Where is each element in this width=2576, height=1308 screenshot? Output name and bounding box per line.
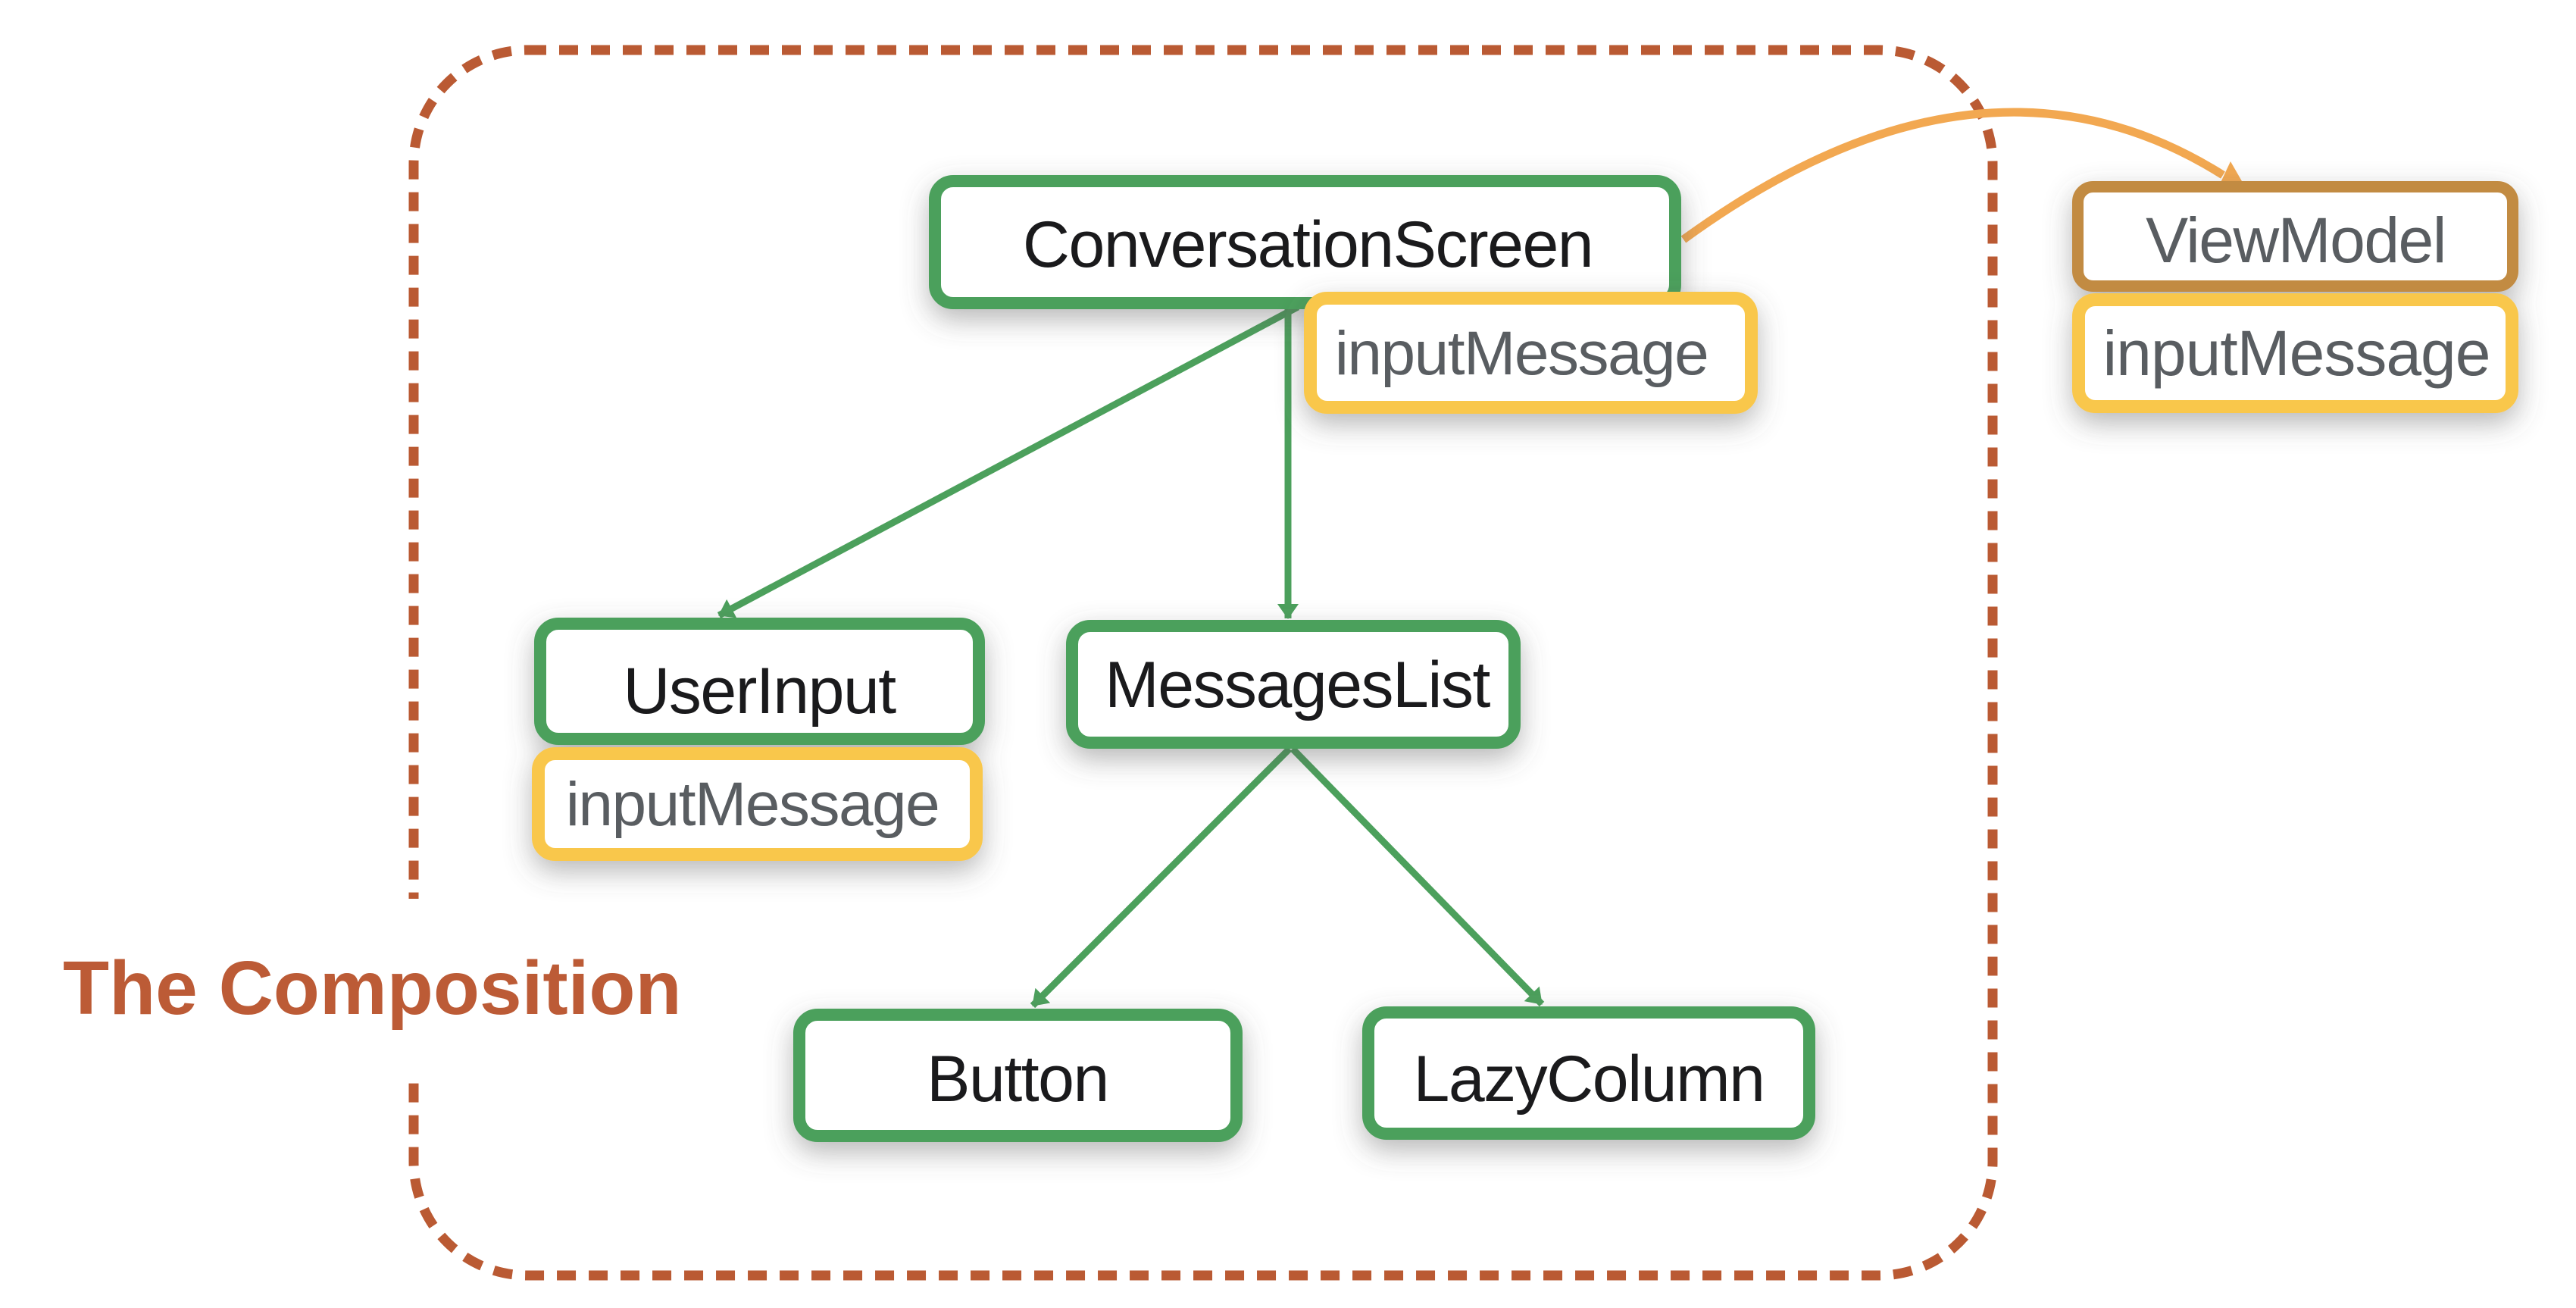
svg-text:Button: Button	[927, 1043, 1108, 1116]
svg-text:ViewModel: ViewModel	[2146, 205, 2446, 276]
svg-text:inputMessage: inputMessage	[1335, 319, 1708, 388]
svg-text:UserInput: UserInput	[623, 655, 896, 728]
svg-text:inputMessage: inputMessage	[2103, 318, 2490, 389]
svg-text:ConversationScreen: ConversationScreen	[1023, 208, 1593, 281]
svg-text:The Composition: The Composition	[63, 946, 682, 1031]
svg-text:LazyColumn: LazyColumn	[1414, 1043, 1765, 1116]
svg-text:inputMessage: inputMessage	[566, 770, 939, 839]
svg-text:MessagesList: MessagesList	[1105, 649, 1490, 721]
